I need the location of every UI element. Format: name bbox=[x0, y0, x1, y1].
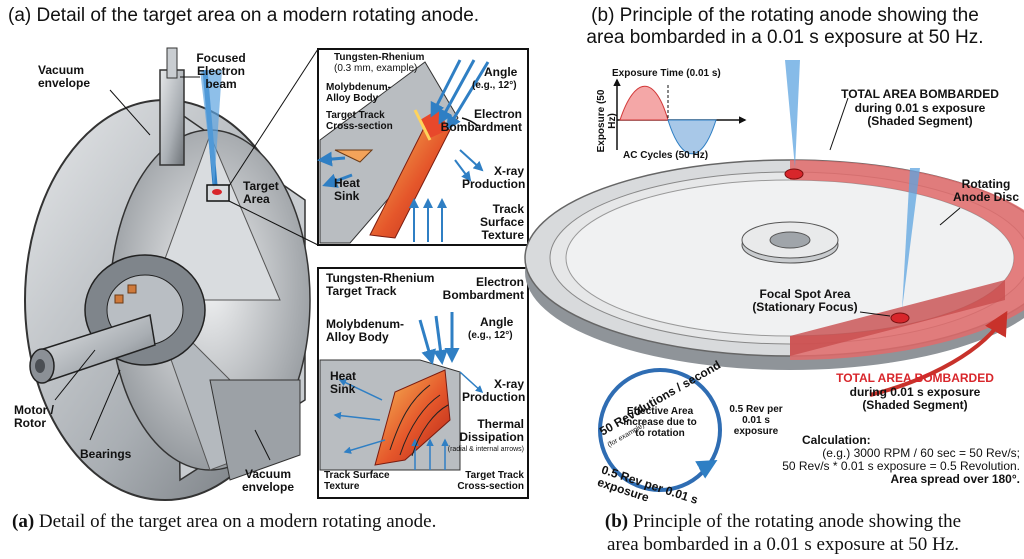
label-vacuum-envelope-bottom: Vacuum envelope bbox=[241, 467, 295, 494]
inset-top-angle: Angle bbox=[484, 65, 518, 79]
inset-top-electron-bombardment: Electron Bombardment bbox=[440, 107, 522, 134]
inset-top-angle-note: (e.g., 12°) bbox=[472, 80, 517, 91]
label-target-area: Target Area bbox=[243, 179, 279, 206]
inset-bottom-angle-note: (e.g., 12°) bbox=[468, 330, 513, 341]
label-motor-rotor: Motor / Rotor bbox=[14, 403, 54, 430]
inset-bottom-graphic bbox=[317, 267, 529, 499]
panel-b-heading: (b) Principle of the rotating anode show… bbox=[586, 5, 984, 48]
inset-bottom-thermal: Thermal Dissipation bbox=[459, 417, 524, 444]
inset-bottom-track-texture: Track Surface Texture bbox=[324, 470, 390, 492]
label-bearings: Bearings bbox=[80, 447, 132, 461]
total-area-bottom-title: TOTAL AREA BOMBARDED bbox=[836, 371, 994, 385]
anode-tube-cutaway bbox=[24, 47, 319, 501]
inset-bottom-xray: X-ray Production bbox=[462, 377, 526, 404]
label-vacuum-envelope-top: Vacuum envelope bbox=[38, 63, 91, 90]
inset-bottom-track-cross: Target Track Cross-section bbox=[457, 470, 524, 492]
total-area-top-sub: during 0.01 s exposure (Shaded Segment) bbox=[854, 101, 986, 128]
total-area-bottom-sub: during 0.01 s exposure (Shaded Segment) bbox=[849, 385, 981, 412]
inset-top-graphic bbox=[317, 48, 529, 246]
inset-bottom-thermal-note: (radial & internal arrows) bbox=[447, 446, 524, 453]
inset-top-tungsten: Tungsten-Rhenium bbox=[334, 52, 425, 63]
inset-top-moly: Molybdenum- Alloy Body bbox=[326, 82, 391, 104]
label-half-rev: 0.5 Rev per 0.01 s exposure bbox=[729, 404, 783, 437]
inset-bottom-tungsten: Tungsten-Rhenium Target Track bbox=[326, 271, 435, 298]
revolution-circle-graphic bbox=[598, 368, 722, 492]
label-focused-electron-beam: Focused Electron beam bbox=[196, 51, 246, 91]
inset-top-track-cross: Target Track Cross-section bbox=[326, 110, 393, 132]
panel-a-heading: (a) Detail of the target area on a moder… bbox=[8, 5, 480, 26]
label-rotating-anode-disc: Rotating Anode Disc bbox=[952, 177, 1019, 204]
wave-y-label: Exposure (50 Hz) bbox=[596, 89, 618, 153]
total-area-top-title: TOTAL AREA BOMBARDED bbox=[841, 87, 999, 101]
ac-waveform-graphic bbox=[613, 78, 747, 154]
inset-bottom-heat-sink: Heat Sink bbox=[330, 369, 357, 396]
wave-exposure-time: Exposure Time (0.01 s) bbox=[612, 68, 721, 79]
inset-top-tungsten-note: (0.3 mm, example) bbox=[334, 63, 418, 74]
rotating-disc-graphic bbox=[524, 60, 1024, 397]
calculation-block: Calculation: (e.g.) 3000 RPM / 60 sec = … bbox=[782, 433, 1020, 486]
inset-top-track-texture: Track Surface Texture bbox=[479, 202, 524, 242]
label-effective-area: Effective Area increase due to to rotati… bbox=[623, 406, 697, 439]
caption-b: (b) Principle of the rotating anode show… bbox=[604, 511, 962, 555]
label-focal-spot-area: Focal Spot Area (Stationary Focus) bbox=[752, 287, 858, 314]
wave-x-label: AC Cycles (50 Hz) bbox=[623, 150, 709, 161]
inset-top-heat-sink: Heat Sink bbox=[334, 176, 361, 203]
caption-a: (a) Detail of the target area on a moder… bbox=[12, 511, 437, 532]
inset-top-xray: X-ray Production bbox=[462, 164, 526, 191]
inset-bottom-electron-bombardment: Electron Bombardment bbox=[442, 275, 524, 302]
inset-bottom-moly: Molybdenum- Alloy Body bbox=[326, 317, 404, 344]
inset-bottom-angle: Angle bbox=[480, 315, 514, 329]
